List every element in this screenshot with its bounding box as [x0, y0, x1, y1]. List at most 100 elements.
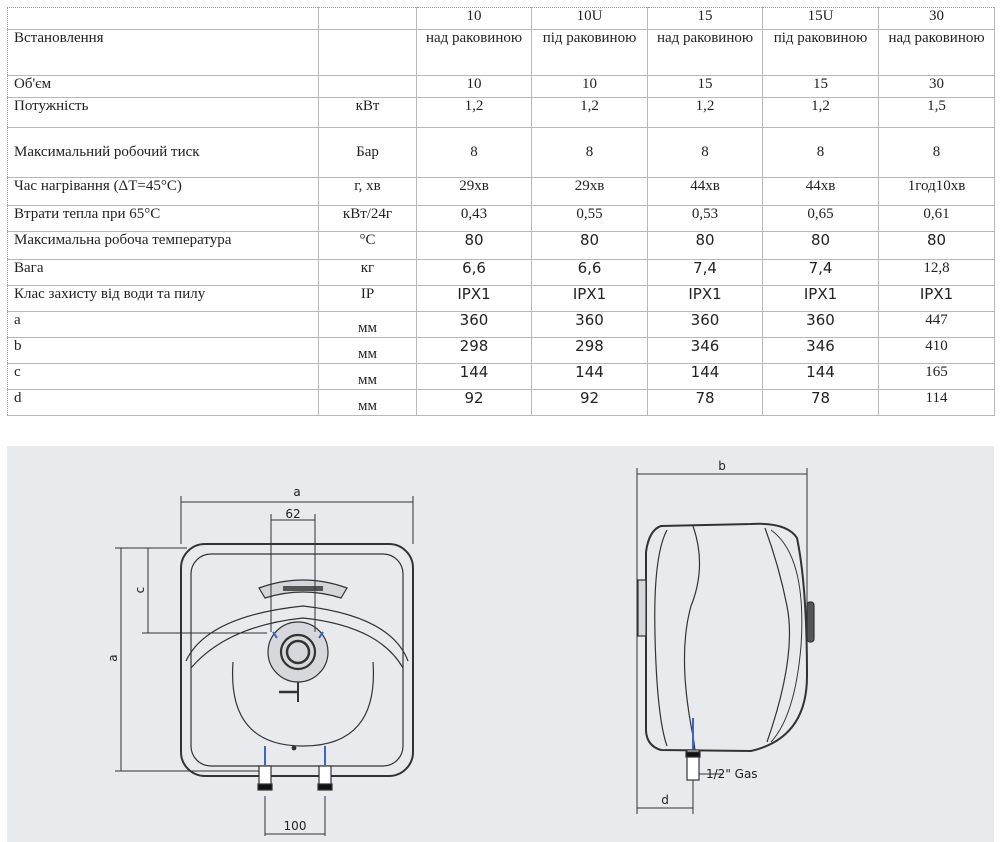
value-cell: 8 [531, 127, 648, 178]
value-cell: 114 [878, 389, 995, 416]
dimension-diagram-panel: a 62 c a 100 b d 1/2" Gas [7, 446, 994, 842]
value-cell: 10 [531, 75, 648, 98]
row-unit: мм [318, 363, 417, 390]
row-unit: IP [318, 285, 417, 312]
dim-label-a-side: a [106, 654, 120, 661]
front-dimension-lines [115, 496, 414, 836]
value-cell: 80 [762, 231, 879, 260]
row-unit: Бар [318, 127, 417, 178]
value-cell: 44хв [647, 177, 763, 206]
value-cell: 8 [878, 127, 995, 178]
value-cell: 12,8 [878, 259, 995, 286]
side-view-outline [645, 522, 809, 753]
value-cell: 0,43 [416, 205, 532, 232]
value-cell: 144 [762, 363, 879, 390]
value-cell: 80 [531, 231, 648, 260]
value-cell: 0,65 [762, 205, 879, 232]
value-cell: над раковиною [878, 29, 995, 76]
dim-label-100: 100 [284, 819, 307, 833]
header-cell: 15 [647, 7, 763, 30]
value-cell: 144 [531, 363, 648, 390]
pipe-size-label: 1/2" Gas [706, 767, 758, 781]
header-cell [7, 7, 319, 30]
value-cell: 0,55 [531, 205, 648, 232]
value-cell: 78 [647, 389, 763, 416]
value-cell: IPX1 [762, 285, 879, 312]
value-cell: 0,53 [647, 205, 763, 232]
value-cell: 298 [416, 337, 532, 364]
value-cell: 346 [762, 337, 879, 364]
value-cell: 6,6 [531, 259, 648, 286]
value-cell: 410 [878, 337, 995, 364]
row-unit: г, хв [318, 177, 417, 206]
side-pipe-icon [685, 718, 723, 781]
value-cell: 8 [416, 127, 532, 178]
header-cell: 10U [531, 7, 648, 30]
value-cell: 1,2 [647, 97, 763, 128]
value-cell: 6,6 [416, 259, 532, 286]
row-unit: °С [318, 231, 417, 260]
value-cell: 1,2 [531, 97, 648, 128]
front-logo-icon [283, 586, 323, 591]
row-unit [318, 75, 417, 98]
value-cell: 360 [531, 311, 648, 338]
row-label: Максимальний робочий тиск [7, 127, 319, 178]
row-label: Вага [7, 259, 319, 286]
dim-label-a-top: a [293, 485, 300, 499]
row-unit: кВт/24г [318, 205, 417, 232]
value-cell: 1,5 [878, 97, 995, 128]
value-cell: 78 [762, 389, 879, 416]
value-cell: 80 [647, 231, 763, 260]
value-cell: 360 [762, 311, 879, 338]
value-cell: 29хв [416, 177, 532, 206]
row-unit: кВт [318, 97, 417, 128]
header-cell: 15U [762, 7, 879, 30]
value-cell: IPX1 [531, 285, 648, 312]
value-cell: 15 [647, 75, 763, 98]
dim-label-c: c [133, 587, 147, 594]
value-cell: 8 [647, 127, 763, 178]
row-label: Клас захисту від води та пилу [7, 285, 319, 312]
value-cell: 7,4 [762, 259, 879, 286]
row-label: Встановлення [7, 29, 319, 76]
dimension-drawing: a 62 c a 100 b d 1/2" Gas [106, 459, 815, 836]
side-knob-icon [637, 579, 815, 643]
row-label: c [7, 363, 319, 390]
row-unit: кг [318, 259, 417, 286]
value-cell: 15 [762, 75, 879, 98]
value-cell: 80 [416, 231, 532, 260]
dim-label-d: d [661, 793, 669, 807]
value-cell: IPX1 [416, 285, 532, 312]
row-unit [318, 29, 417, 76]
header-cell [318, 7, 417, 30]
value-cell: 1год10хв [878, 177, 995, 206]
row-label: d [7, 389, 319, 416]
value-cell: під раковиною [531, 29, 648, 76]
value-cell: 447 [878, 311, 995, 338]
value-cell: 165 [878, 363, 995, 390]
thermostat-knob-icon [267, 621, 329, 702]
row-label: a [7, 311, 319, 338]
value-cell: під раковиною [762, 29, 879, 76]
value-cell: IPX1 [647, 285, 763, 312]
value-cell: 8 [762, 127, 879, 178]
dim-label-b: b [718, 459, 726, 473]
value-cell: 92 [416, 389, 532, 416]
value-cell: 298 [531, 337, 648, 364]
row-label: b [7, 337, 319, 364]
side-dimension-lines [636, 468, 808, 814]
value-cell: 29хв [531, 177, 648, 206]
row-unit: мм [318, 311, 417, 338]
header-cell: 10 [416, 7, 532, 30]
